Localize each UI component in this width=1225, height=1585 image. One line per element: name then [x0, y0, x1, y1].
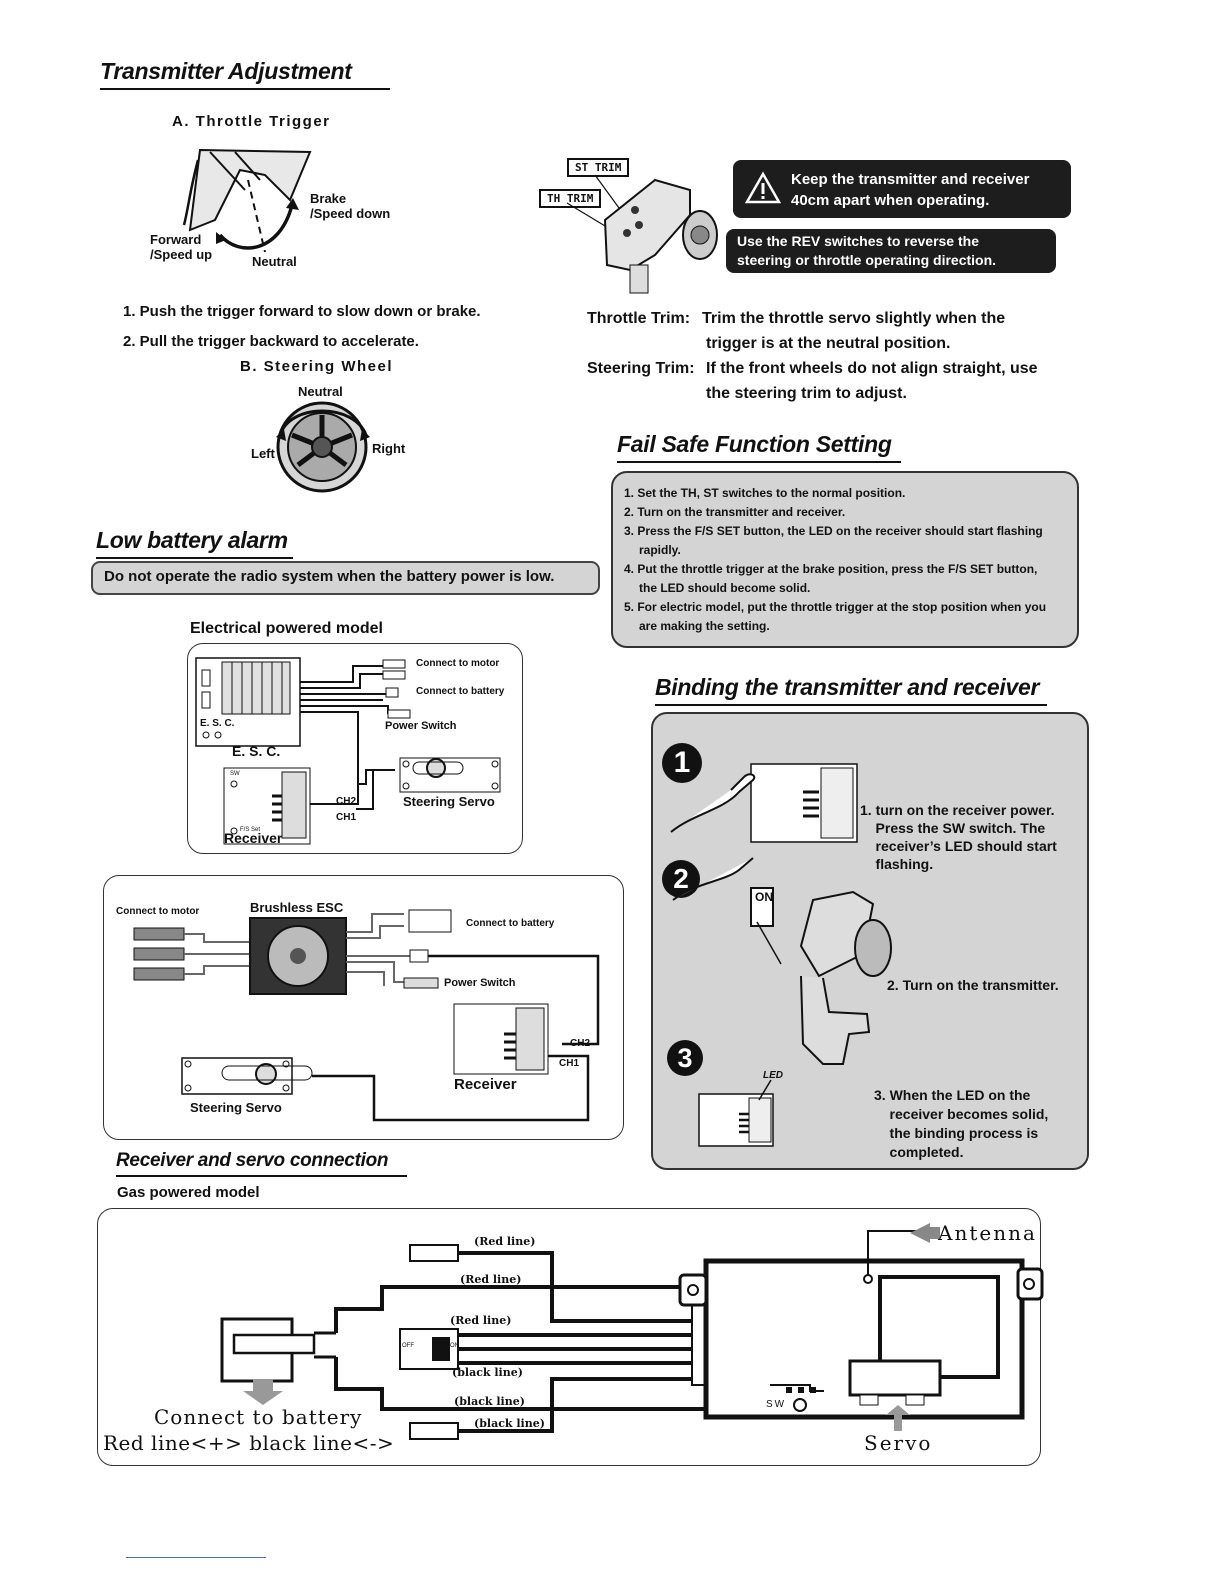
low-battery-title: Low battery alarm [96, 527, 293, 559]
black-line-3: (black line) [474, 1417, 545, 1430]
electric-wiring [195, 657, 501, 845]
electric-power-switch-label: Power Switch [385, 720, 457, 732]
electric-battery-label: Connect to battery [416, 686, 505, 697]
gas-wiring [220, 1223, 1044, 1440]
black-line-2: (black line) [454, 1395, 525, 1408]
binding-step-3-badge: 3 [667, 1040, 703, 1076]
brushless-wiring [133, 909, 600, 1122]
servo-label: Servo [864, 1431, 933, 1455]
gas-model-label: Gas powered model [117, 1184, 260, 1201]
throttle-trim-text: Trim the throttle servo slightly when th… [702, 310, 1006, 327]
steering-trim-heading: Steering Trim: [587, 360, 695, 377]
binding-step-1-badge: 1 [662, 743, 702, 783]
binding-step-3-text: 3. When the LED on the receiver becomes … [874, 1087, 1049, 1160]
steering-wheel-illustration [276, 401, 370, 493]
electric-sw-label: SW [230, 771, 240, 777]
steering-trim-text-2: the steering trim to adjust. [706, 385, 907, 402]
rev-note-text: Use the REV switches to reverse the stee… [737, 233, 997, 268]
binding-step-1-text: 1. turn on the receiver power. Press the… [860, 802, 1057, 872]
brushless-servo-label: Steering Servo [190, 1100, 282, 1115]
trigger-step-1: 1. Push the trigger forward to slow down… [123, 303, 481, 320]
switch-on-label: ON [450, 1343, 459, 1349]
failsafe-step-4: 4. Put the throttle trigger at the brake… [624, 562, 1038, 576]
binding-step-2-text: 2. Turn on the transmitter. [887, 977, 1059, 993]
th-trim-label: TH TRIM [539, 189, 602, 208]
brushless-battery-label: Connect to battery [466, 918, 555, 929]
trigger-step-2: 2. Pull the trigger backward to accelera… [123, 333, 419, 350]
failsafe-step-5: 5. For electric model, put the throttle … [624, 600, 1047, 614]
binding-illustrations [670, 763, 892, 1147]
brushless-diagram: Brushless ESC Connect to motor Connect t… [103, 875, 624, 1140]
failsafe-panel: 1. Set the TH, ST switches to the normal… [611, 471, 1079, 648]
throttle-trim-heading: Throttle Trim: [587, 310, 691, 327]
esc-small-label: E. S. C. [200, 718, 235, 729]
electric-title: Electrical powered model [190, 620, 383, 637]
gas-diagram: (Red line) (Red line) (Red line) (black … [97, 1208, 1044, 1466]
electric-motor-label: Connect to motor [416, 658, 500, 669]
antenna-label: Antenna [938, 1221, 1037, 1245]
throttle-trigger-heading: A. Throttle Trigger [172, 113, 331, 130]
failsafe-step-3: 3. Press the F/S SET button, the LED on … [624, 524, 1043, 538]
binding-led-label: LED [763, 1070, 783, 1081]
throttle-trim-text-2: trigger is at the neutral position. [706, 335, 951, 352]
binding-title: Binding the transmitter and receiver [655, 674, 1047, 706]
electric-ch1-label: CH1 [336, 812, 357, 823]
st-trim-label: ST TRIM [567, 158, 630, 177]
connect-battery-label: Connect to battery [154, 1405, 363, 1429]
forward-label: Forward /Speed up [150, 232, 213, 262]
failsafe-title: Fail Safe Function Setting [617, 431, 901, 463]
binding-panel: 1 2 3 ON LED 1. turn on the receiver pow… [651, 712, 1089, 1170]
electric-servo-label: Steering Servo [403, 794, 495, 809]
brushless-power-switch-label: Power Switch [444, 977, 516, 989]
failsafe-step-2: 2. Turn on the transmitter and receiver. [624, 505, 846, 519]
polarity-label: Red line<+> black line<-> [103, 1431, 395, 1455]
wheel-left-label: Left [251, 446, 275, 461]
red-line-3: (Red line) [450, 1314, 512, 1327]
low-battery-box: Do not operate the radio system when the… [91, 561, 600, 595]
red-line-2: (Red line) [460, 1273, 522, 1286]
gas-sw-label: SW [766, 1399, 787, 1410]
binding-step-2-badge: 2 [662, 860, 700, 898]
neutral-label: Neutral [252, 254, 297, 269]
low-battery-note: Do not operate the radio system when the… [104, 568, 555, 585]
failsafe-step-5b: are making the setting. [639, 619, 770, 633]
esc-label: E. S. C. [232, 743, 281, 759]
transmitter-title: Transmitter Adjustment [100, 58, 390, 90]
steering-trim-text: If the front wheels do not align straigh… [706, 360, 1038, 377]
brushless-ch1-label: CH1 [559, 1058, 580, 1069]
black-line-1: (black line) [452, 1366, 523, 1379]
failsafe-step-3b: rapidly. [639, 543, 681, 557]
transmitter-illustration [566, 174, 718, 294]
throttle-trigger-illustration [182, 148, 312, 253]
electric-fs-label: F/S Set [240, 827, 261, 833]
wheel-right-label: Right [372, 441, 406, 456]
brushless-esc-label: Brushless ESC [250, 900, 344, 915]
warning-text: Keep the transmitter and receiver 40cm a… [791, 171, 1030, 209]
footer-rule [126, 1557, 266, 1558]
rev-note-box: Use the REV switches to reverse the stee… [726, 229, 1056, 273]
brushless-receiver-label: Receiver [454, 1076, 517, 1093]
brake-label: Brake /Speed down [310, 191, 391, 221]
receiver-servo-title: Receiver and servo connection [116, 1150, 407, 1177]
electric-receiver-label: Receiver [224, 830, 283, 846]
failsafe-step-4b: the LED should become solid. [639, 581, 811, 595]
warning-box: Keep the transmitter and receiver 40cm a… [733, 160, 1071, 218]
brushless-ch2-label: CH2 [570, 1038, 591, 1049]
electric-diagram: Connect to motor Connect to battery Powe… [187, 643, 523, 854]
brushless-motor-label: Connect to motor [116, 906, 200, 917]
steering-wheel-heading: B. Steering Wheel [240, 358, 394, 375]
switch-off-label: OFF [402, 1343, 414, 1349]
wheel-neutral-label: Neutral [298, 384, 343, 399]
warning-icon [744, 171, 782, 204]
red-line-1: (Red line) [474, 1235, 536, 1248]
electric-ch2-label: CH2 [336, 796, 357, 807]
failsafe-step-1: 1. Set the TH, ST switches to the normal… [624, 486, 906, 500]
binding-on-label: ON [755, 890, 773, 904]
